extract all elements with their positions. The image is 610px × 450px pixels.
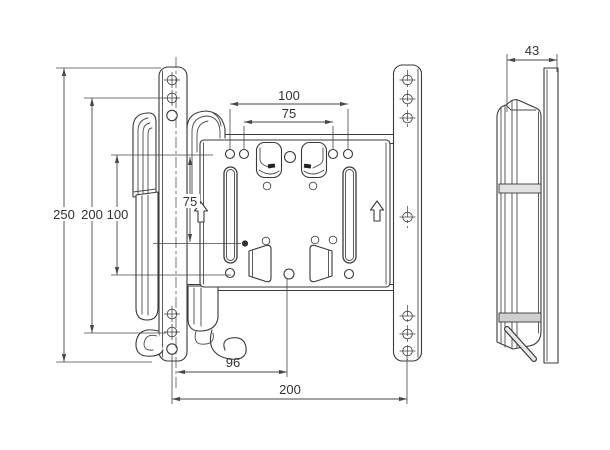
right-wall-strip xyxy=(392,64,423,362)
dim-label-75-vertical: 75 xyxy=(183,194,197,209)
dim-label-100-top: 100 xyxy=(278,88,300,103)
hook-cutout-bottom-left xyxy=(248,244,272,283)
dim-label-43: 43 xyxy=(525,43,539,58)
dim-label-75-top: 75 xyxy=(282,106,296,121)
up-arrow-icon xyxy=(369,200,385,222)
strip-hole-cross xyxy=(164,306,180,322)
tension-lever xyxy=(504,326,537,362)
strip-hole-cross xyxy=(399,211,416,223)
dim-96-group: 96 xyxy=(177,279,288,377)
strip-hole-cross xyxy=(399,112,416,124)
strip-hole-plain xyxy=(166,109,178,122)
plate-holes xyxy=(224,148,355,280)
dim-label-96: 96 xyxy=(226,355,240,370)
dim-75-vertical-group: 75 xyxy=(153,157,249,247)
dim-100-top-group: 100 xyxy=(229,88,349,149)
wall-strip-side xyxy=(543,67,559,364)
arm-hooks xyxy=(135,329,247,360)
dim-label-100-left: 100 xyxy=(107,207,129,222)
dim-43-group: 43 xyxy=(506,43,558,112)
strip-hole-cross xyxy=(399,310,416,322)
vesa-plate xyxy=(193,139,391,288)
arm-side-profile xyxy=(496,99,542,350)
dim-label-250: 250 xyxy=(53,207,75,222)
strip-hole-cross xyxy=(399,345,416,357)
dim-75-top-group: 75 xyxy=(243,106,334,149)
arm-joint-band xyxy=(498,183,542,194)
front-view: 250 200 100 100 75 75 96 xyxy=(52,57,423,404)
hook-cutout-bottom-right xyxy=(309,244,333,283)
strip-hole-cross xyxy=(399,74,416,86)
hook-cutout-left xyxy=(255,141,283,179)
side-view: 43 xyxy=(496,43,559,364)
plate-slot-left xyxy=(223,166,238,264)
plate-slot-right xyxy=(342,166,357,264)
strip-hole-cross xyxy=(164,72,180,88)
left-wall-strip xyxy=(158,57,188,391)
strip-hole-cross xyxy=(399,328,416,340)
leader-dot xyxy=(241,240,249,247)
strip-hole-cross xyxy=(164,324,180,340)
dim-200-bottom-group: 200 xyxy=(171,354,408,404)
arm-clamp-band xyxy=(498,312,542,323)
hook-cutout-right xyxy=(300,141,328,179)
dim-label-200-left: 200 xyxy=(81,207,103,222)
strip-hole-cross xyxy=(399,93,416,105)
dim-label-200-bottom: 200 xyxy=(279,382,301,397)
